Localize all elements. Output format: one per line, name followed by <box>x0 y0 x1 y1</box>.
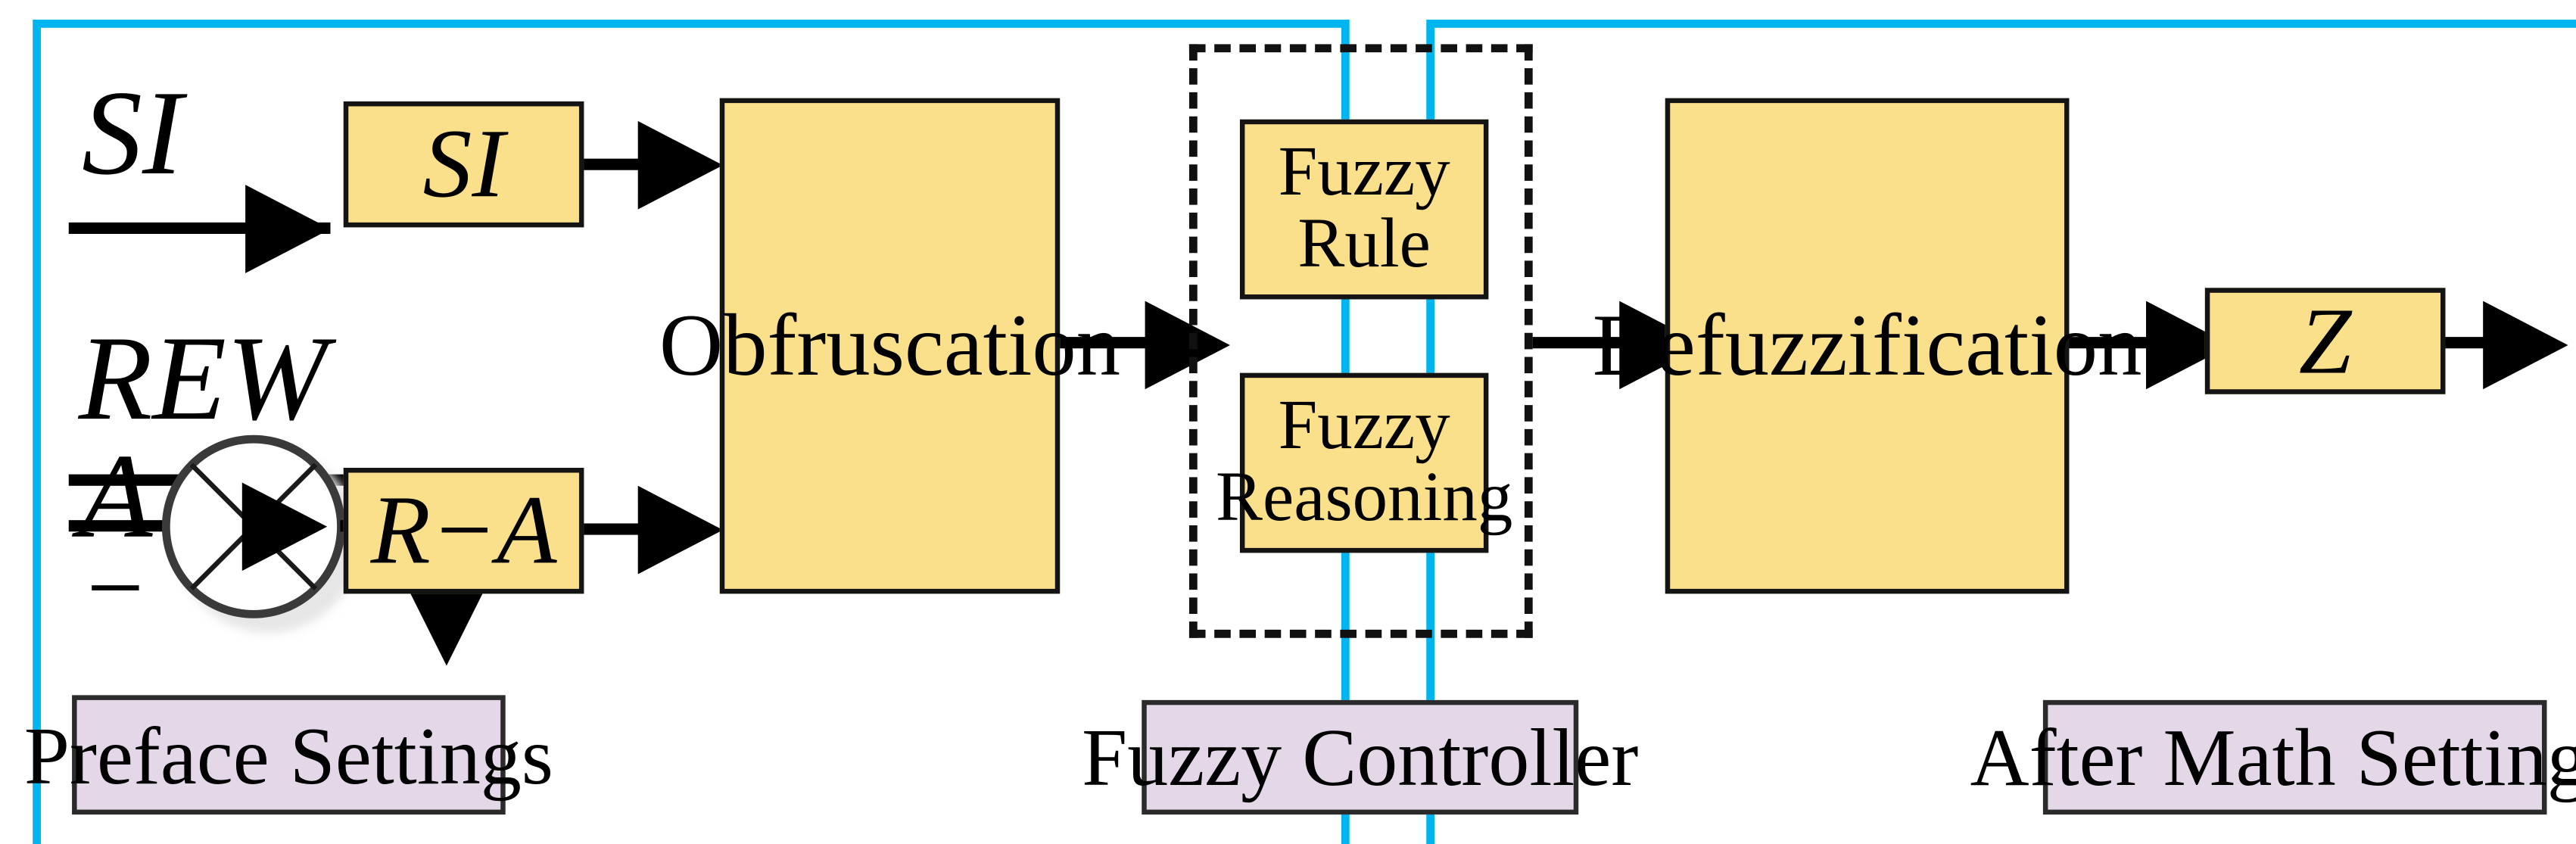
arrowhead-si-to-obfruscation <box>637 120 724 210</box>
arrowhead-obfruscation-to-fuzzy <box>1145 301 1230 390</box>
arrowhead-summer-to-ra <box>241 482 328 571</box>
input-label-rew: REW <box>78 312 328 447</box>
arrowhead-si-input <box>245 185 331 273</box>
block-fuzzy-reasoning-line2: Reasoning <box>1216 459 1513 537</box>
block-fuzzy-rule-line1: Fuzzy <box>1278 134 1450 212</box>
fuzzy-inference-group <box>1188 44 1533 638</box>
input-label-si: SI <box>82 67 183 201</box>
block-defuzzification[interactable]: Defuzzification <box>1593 98 2141 594</box>
arrowhead-ra-to-obfruscation <box>637 485 724 575</box>
caption-preface-settings: Preface Settings <box>24 695 553 815</box>
arrowhead-z-output <box>2483 301 2568 390</box>
caption-fuzzy-controller: Fuzzy Controller <box>1082 699 1638 815</box>
arrowhead-rew-into-summer <box>403 581 490 666</box>
sign-minus: − <box>86 533 145 645</box>
block-fuzzy-reasoning-line1: Fuzzy <box>1278 388 1450 465</box>
block-fuzzy-reasoning[interactable]: Fuzzy Reasoning <box>1216 372 1512 553</box>
block-fuzzy-rule[interactable]: Fuzzy Rule <box>1239 119 1489 300</box>
block-z[interactable]: Z <box>2204 288 2446 394</box>
block-r-minus-a[interactable]: R−A <box>343 468 584 594</box>
caption-after-math-settings: After Math Settings <box>1970 699 2576 815</box>
signal-line-fuzzy-to-defuzzification <box>1532 337 1647 349</box>
input-label-a: A <box>78 430 153 565</box>
block-obfruscation[interactable]: Obfruscation <box>659 98 1120 594</box>
block-si[interactable]: SI <box>343 101 584 228</box>
block-fuzzy-rule-line2: Rule <box>1297 206 1431 283</box>
